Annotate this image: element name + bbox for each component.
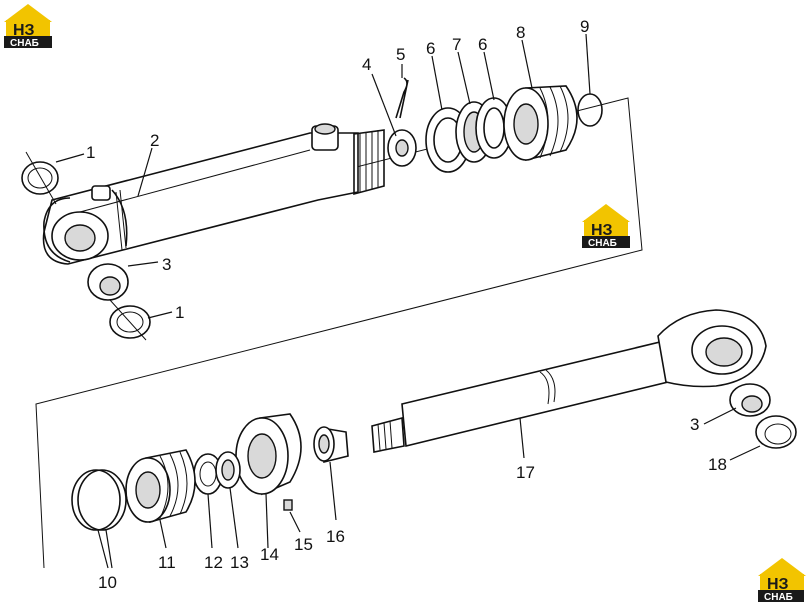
logo-letters: НЗ [767, 576, 789, 593]
callout-8: 8 [516, 23, 525, 42]
logo-letters: НЗ [13, 22, 35, 39]
cylinder-barrel [42, 123, 385, 265]
ring-18 [755, 415, 797, 449]
callout-4: 4 [362, 55, 371, 74]
spherical-bearing-3-left [87, 263, 129, 301]
leader-lines [55, 33, 761, 569]
callout-labels: 1 1 2 3 3 4 5 6 7 6 8 9 10 11 12 13 14 1… [86, 17, 727, 592]
callout-3-right: 3 [690, 415, 699, 434]
piston-11 [125, 449, 196, 524]
spherical-bearing-3-right [729, 383, 771, 417]
callout-11: 11 [158, 553, 176, 572]
callout-5: 5 [396, 45, 405, 64]
logo-middle: НЗ СНАБ [582, 204, 630, 249]
callout-18: 18 [708, 455, 727, 474]
callout-15: 15 [294, 535, 313, 554]
circlip-1-top [21, 151, 59, 205]
gland-nut-4 [387, 129, 417, 167]
callout-1-top: 1 [86, 143, 95, 162]
callout-16: 16 [326, 527, 345, 546]
set-screw-15 [283, 499, 293, 511]
logo-subtitle: СНАБ [10, 38, 39, 49]
logo-top-left: НЗ СНАБ [4, 4, 52, 49]
guide-bushing-8 [503, 85, 578, 162]
piston-rings-10 [71, 469, 127, 531]
callout-7: 7 [452, 35, 461, 54]
cotter-pin-5 [395, 77, 409, 119]
callout-10: 10 [98, 573, 117, 592]
piston-rod-17 [371, 309, 767, 453]
callout-9: 9 [580, 17, 589, 36]
callout-6-first: 6 [426, 39, 435, 58]
circlip-1-bottom [109, 299, 151, 341]
callout-6-second: 6 [478, 35, 487, 54]
logo-letters: НЗ [591, 222, 613, 239]
callout-13: 13 [230, 553, 249, 572]
callout-12: 12 [204, 553, 223, 572]
seal-rings-6-7-6 [425, 97, 513, 173]
cone-bushing-16 [313, 426, 349, 464]
rings-12-13 [193, 451, 241, 495]
callout-1-bottom: 1 [175, 303, 184, 322]
callout-17: 17 [516, 463, 535, 482]
callout-2: 2 [150, 131, 159, 150]
callout-14: 14 [260, 545, 279, 564]
callout-3-left: 3 [162, 255, 171, 274]
logo-subtitle: СНАБ [764, 592, 793, 603]
logo-bottom-right: НЗ СНАБ [758, 558, 806, 603]
logo-subtitle: СНАБ [588, 238, 617, 249]
piston-nut-14 [235, 413, 302, 496]
